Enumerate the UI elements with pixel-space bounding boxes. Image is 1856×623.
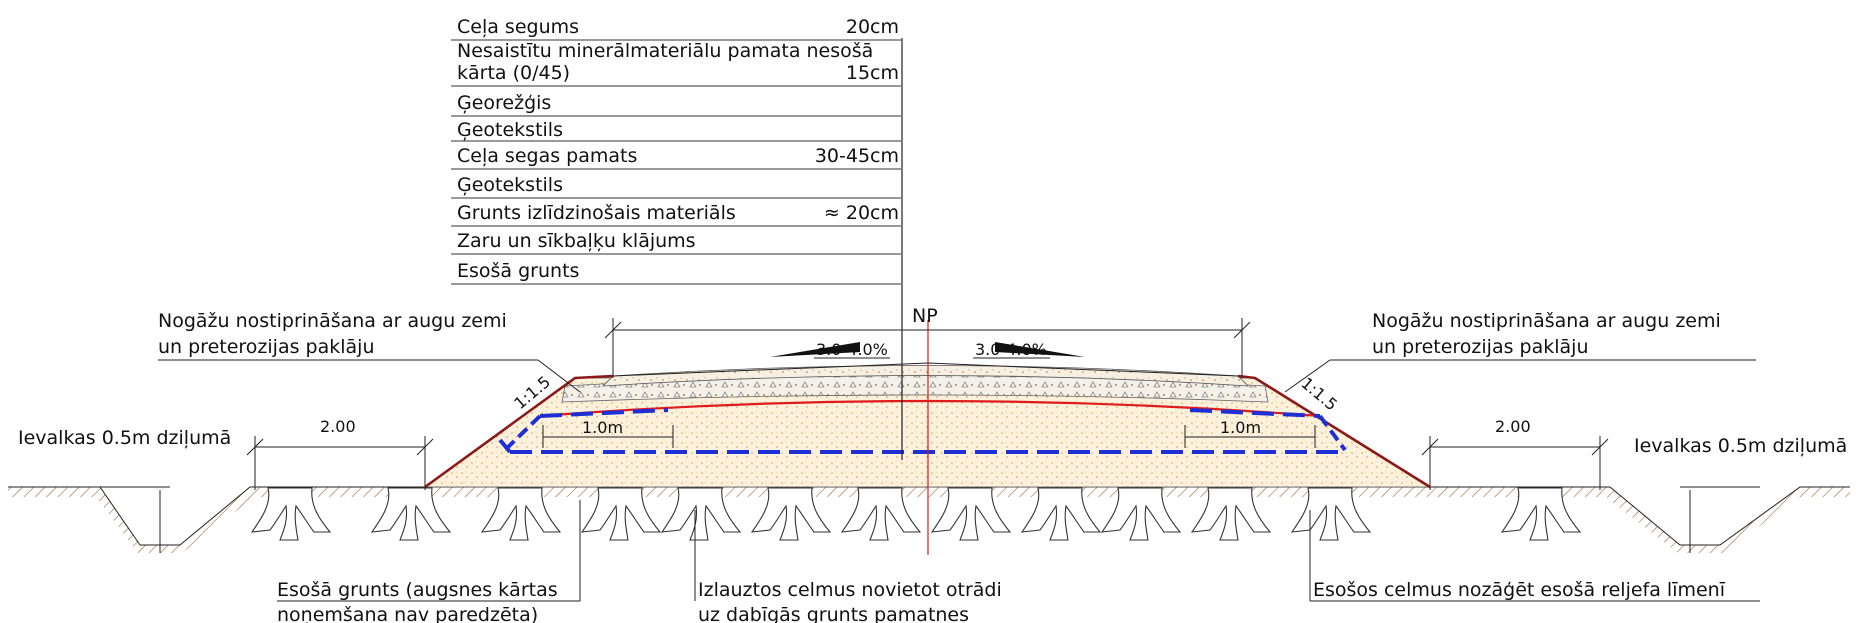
stump-icon (1100, 487, 1182, 541)
layer-name: kārta (0/45) (457, 62, 570, 84)
layer-thickness: ≈ 20cm (824, 202, 899, 224)
stump-icon (1020, 487, 1102, 541)
slope-label-right: 3.0-4.0% (975, 340, 1047, 359)
stump-icon (750, 487, 832, 541)
svg-text:Izlauztos celmus novietot otrā: Izlauztos celmus novietot otrādi (698, 579, 1002, 601)
stumps-row (250, 487, 1582, 541)
stump-icon (660, 487, 742, 541)
stump-icon (930, 487, 1012, 541)
stump-icon (250, 487, 332, 541)
svg-text:Nogāžu nostiprināšana ar augu: Nogāžu nostiprināšana ar augu zemi (1372, 310, 1721, 332)
bottom-note-center: Izlauztos celmus novietot otrādi uz dabī… (694, 510, 1002, 623)
svg-text:un preterozijas paklāju: un preterozijas paklāju (1372, 336, 1589, 358)
layer-name: Ceļa segums (457, 16, 579, 38)
svg-text:uz dabīgās grunts pamatnes: uz dabīgās grunts pamatnes (698, 604, 969, 623)
bottom-note-right: Esošos celmus nozāģēt esošā reljefa līme… (1309, 510, 1760, 602)
svg-text:noņemšana nav paredzēta): noņemšana nav paredzēta) (277, 604, 538, 623)
top-width-dimension (604, 318, 1251, 378)
stump-icon (1500, 487, 1582, 541)
geotextile-line (539, 399, 1321, 418)
axis-label: NP (912, 305, 938, 327)
slope-left-line (424, 374, 614, 489)
layer-thickness: 20cm (846, 16, 899, 38)
layer-name: Grunts izlīdzinošais materiāls (457, 202, 736, 224)
slope-right-line (1237, 374, 1431, 489)
stump-icon (580, 487, 662, 541)
ditch-label-left: Ievalkas 0.5m dziļumā (18, 427, 231, 449)
slope-arrow-right (995, 342, 1085, 357)
layer-name: Ģeotekstils (457, 119, 563, 141)
geogrid-dim-left: 1.0m (582, 418, 623, 437)
stump-icon (1190, 487, 1272, 541)
stump-icon (840, 487, 922, 541)
layer-thickness: 15cm (846, 62, 899, 84)
slope-note-right: Nogāžu nostiprināšana ar augu zemi un pr… (1284, 310, 1756, 393)
slope-label-left: 3.0-4.0% (816, 340, 888, 359)
layer-name: Ģeorežģis (457, 92, 551, 114)
bottom-note-left: Esošā grunts (augsnes kārtas noņemšana n… (277, 500, 581, 623)
geogrid-wrap-right (1318, 414, 1347, 452)
svg-text:Esošos celmus nozāģēt esošā re: Esošos celmus nozāģēt esošā reljefa līme… (1313, 579, 1726, 601)
layer-thickness: 30-45cm (815, 145, 899, 167)
stump-icon (480, 487, 562, 541)
layer-name: Zaru un sīkbaļķu klājums (457, 230, 696, 252)
berm-dim-left: 2.00 (320, 417, 356, 436)
svg-text:un preterozijas paklāju: un preterozijas paklāju (158, 336, 375, 358)
stump-icon (1290, 487, 1372, 541)
slope-arrow-left (770, 342, 860, 357)
stump-icon (370, 487, 452, 541)
slope-note-left: Nogāžu nostiprināšana ar augu zemi un pr… (158, 310, 581, 393)
svg-text:Nogāžu nostiprināšana ar augu: Nogāžu nostiprināšana ar augu zemi (158, 310, 507, 332)
ditch-label-right: Ievalkas 0.5m dziļumā (1634, 435, 1847, 457)
svg-text:Esošā grunts (augsnes kārtas: Esošā grunts (augsnes kārtas (277, 579, 558, 601)
surfacing-layer (601, 365, 1250, 387)
layer-name: Ģeotekstils (457, 174, 563, 196)
geogrid-wrap-left (503, 414, 542, 452)
berm-dim-right: 2.00 (1495, 417, 1531, 436)
layer-name: Ceļa segas pamats (457, 145, 637, 167)
geogrid-dim-right: 1.0m (1220, 418, 1261, 437)
layer-name: Nesaistītu minerālmateriālu pamata nesoš… (457, 40, 873, 62)
layer-name: Esošā grunts (457, 260, 579, 282)
